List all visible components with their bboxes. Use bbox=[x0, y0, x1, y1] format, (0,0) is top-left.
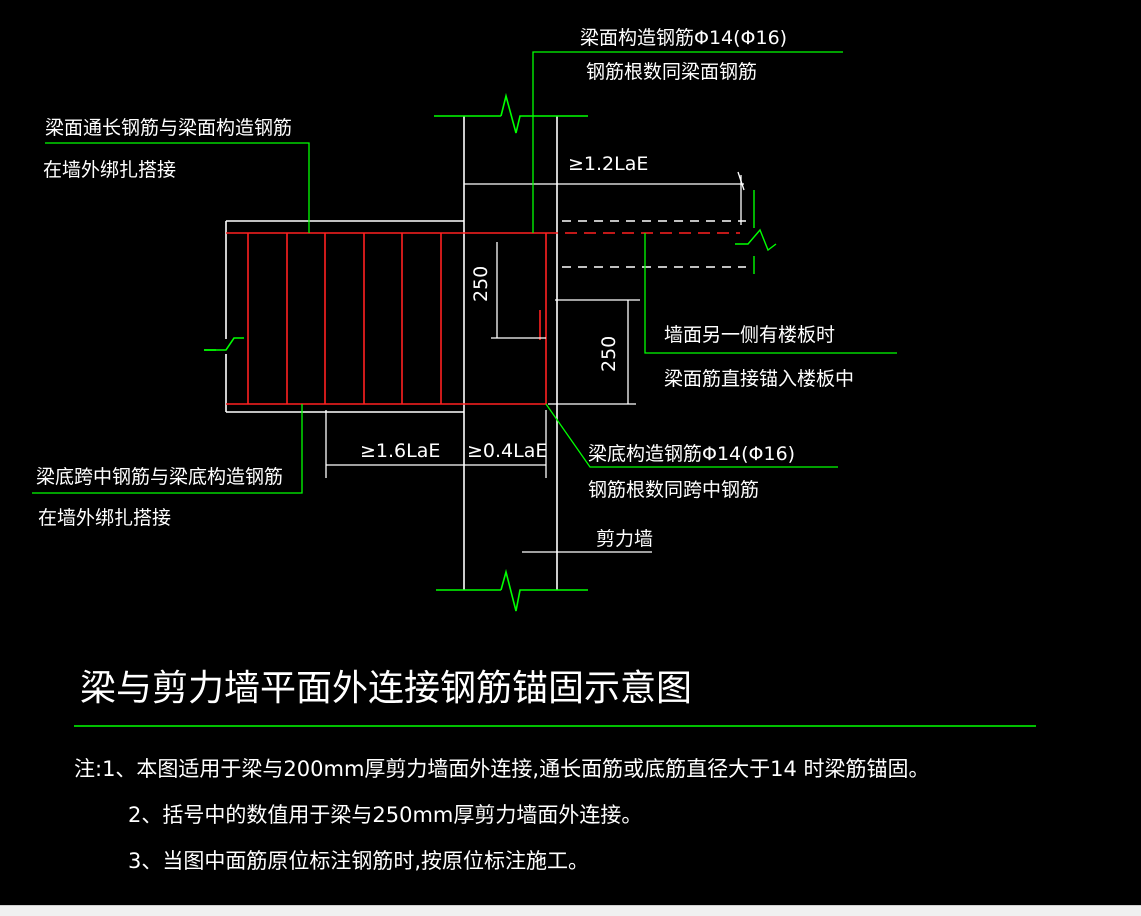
label-bottom-lap: 梁底跨中钢筋与梁底构造钢筋 bbox=[36, 466, 283, 488]
note-3: 3、当图中面筋原位标注钢筋时,按原位标注施工。 bbox=[128, 849, 589, 873]
label-top-constructive-rebar: 梁面构造钢筋Φ14(Φ16) bbox=[580, 27, 787, 49]
shear-wall bbox=[434, 92, 588, 612]
label-top-lap-location: 在墙外绑扎搭接 bbox=[43, 159, 176, 181]
status-bar bbox=[0, 905, 1141, 916]
annotations: 梁面构造钢筋Φ14(Φ16) 钢筋根数同梁面钢筋 梁面通长钢筋与梁面构造钢筋 在… bbox=[36, 27, 854, 550]
drawing-title: 梁与剪力墙平面外连接钢筋锚固示意图 bbox=[80, 668, 692, 709]
slab-beam-dashed bbox=[562, 220, 746, 268]
dim-0-4lae: ≥0.4LaE bbox=[467, 440, 547, 462]
beam-outline bbox=[204, 220, 464, 413]
label-top-constructive-count: 钢筋根数同梁面钢筋 bbox=[586, 61, 757, 83]
label-bottom-lap-location: 在墙外绑扎搭接 bbox=[38, 507, 171, 529]
notes: 注:1、本图适用于梁与200mm厚剪力墙面外连接,通长面筋或底筋直径大于14 时… bbox=[74, 757, 930, 873]
dimension-lines bbox=[325, 171, 745, 553]
label-bottom-constructive-count: 钢筋根数同跨中钢筋 bbox=[588, 479, 759, 501]
dim-250-wall: 250 bbox=[470, 266, 492, 302]
dim-1-2lae: ≥1.2LaE bbox=[568, 153, 648, 175]
dim-1-6lae: ≥1.6LaE bbox=[360, 440, 440, 462]
note-1: 注:1、本图适用于梁与200mm厚剪力墙面外连接,通长面筋或底筋直径大于14 时… bbox=[74, 757, 930, 781]
right-break-line bbox=[735, 228, 777, 252]
label-shear-wall: 剪力墙 bbox=[596, 528, 653, 550]
label-bottom-constructive-rebar: 梁底构造钢筋Φ14(Φ16) bbox=[588, 443, 795, 465]
label-slab-anchorage: 梁面筋直接锚入楼板中 bbox=[664, 368, 854, 390]
label-top-lap: 梁面通长钢筋与梁面构造钢筋 bbox=[45, 117, 292, 139]
note-2: 2、括号中的数值用于梁与250mm厚剪力墙面外连接。 bbox=[128, 803, 642, 827]
dimension-texts: ≥1.2LaE ≥1.6LaE ≥0.4LaE 250 250 bbox=[360, 153, 648, 462]
rebar bbox=[226, 232, 740, 405]
leader-lines bbox=[32, 51, 897, 494]
label-slab-other-side: 墙面另一侧有楼板时 bbox=[664, 324, 835, 346]
dim-250-slab: 250 bbox=[598, 336, 620, 372]
